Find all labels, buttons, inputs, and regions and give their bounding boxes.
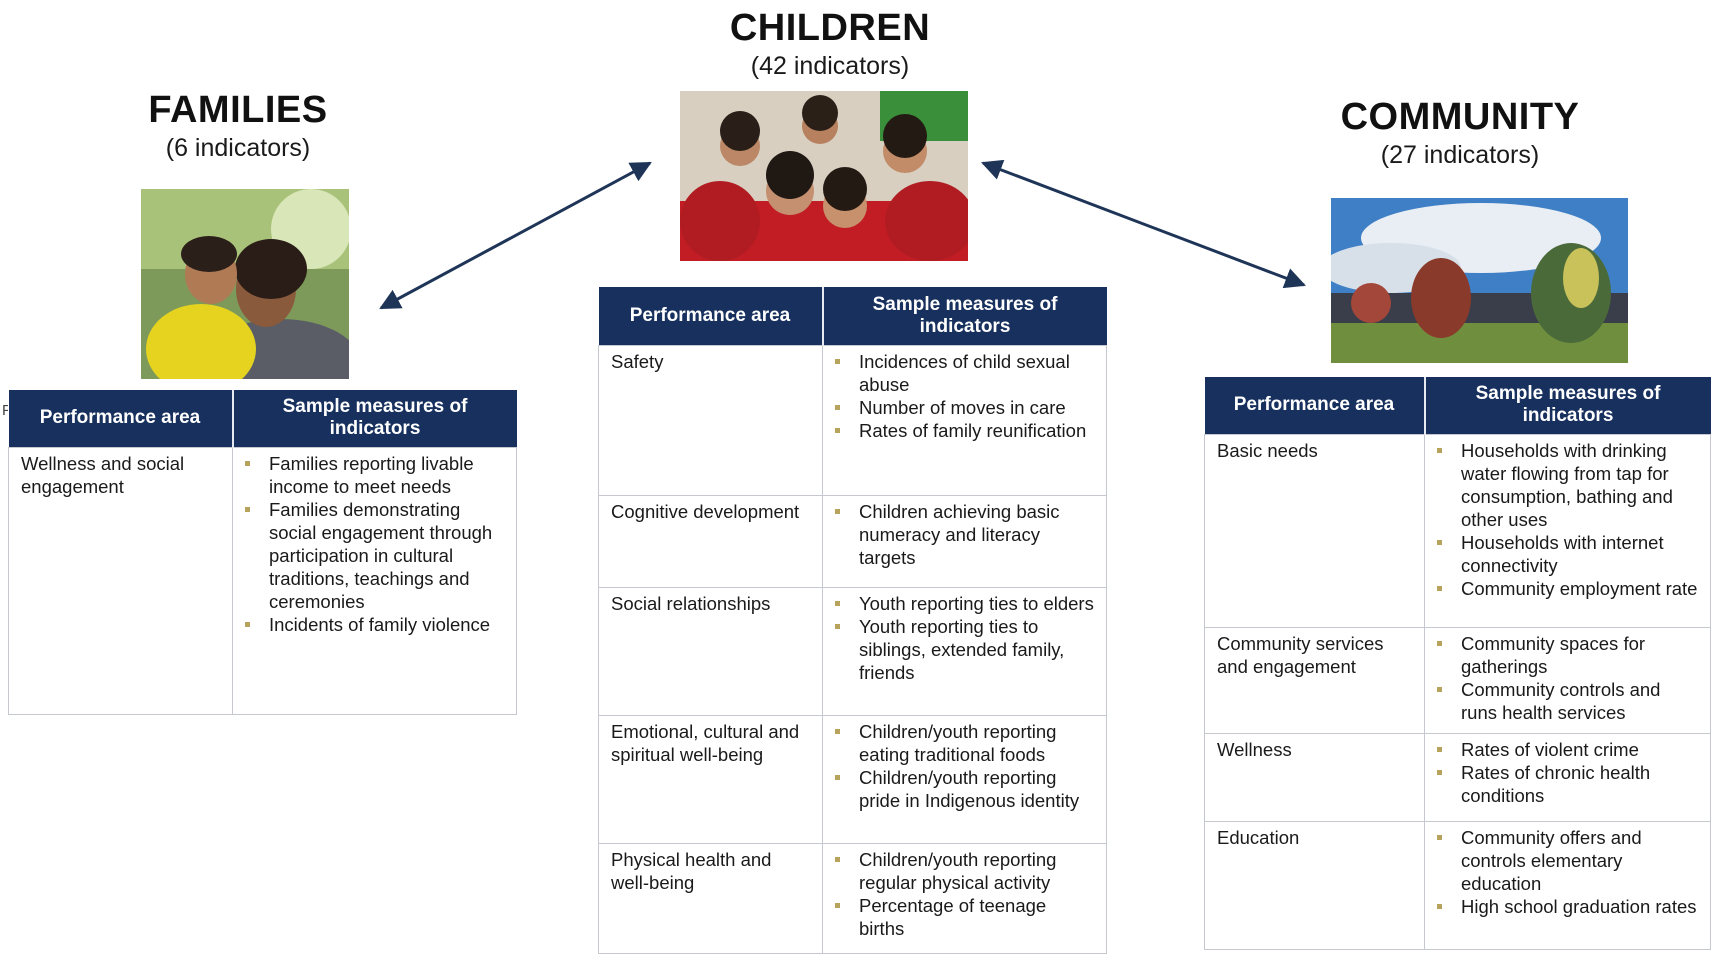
measure-item: Incidences of child sexual abuse	[833, 350, 1094, 396]
performance-area-cell: Physical health and well-being	[598, 842, 823, 954]
arrow-children-families	[379, 161, 652, 310]
measure-item: Incidents of family violence	[243, 613, 504, 636]
performance-area-cell: Education	[1204, 820, 1425, 950]
measure-item: Community employment rate	[1435, 577, 1698, 600]
measure-item: Youth reporting ties to elders	[833, 592, 1094, 615]
header-performance-area: Performance area	[598, 287, 823, 345]
sample-measures-cell: Children/youth reporting eating traditio…	[822, 714, 1107, 844]
arrow-children-community	[981, 159, 1306, 289]
measure-item: Rates of chronic health conditions	[1435, 761, 1698, 807]
community-title: COMMUNITY	[1340, 96, 1580, 138]
header-sample-measures: Sample measures of indicators	[231, 390, 517, 447]
measure-item: Children/youth reporting eating traditio…	[833, 720, 1094, 766]
measure-item: Community spaces for gatherings	[1435, 632, 1698, 678]
header-sample-measures: Sample measures of indicators	[1423, 377, 1711, 434]
measures-list: Community offers and controls elementary…	[1435, 826, 1698, 918]
performance-area-cell: Safety	[598, 344, 823, 496]
children-table: Performance area Sample measures of indi…	[598, 287, 1107, 954]
performance-area-cell: Emotional, cultural and spiritual well-b…	[598, 714, 823, 844]
measure-item: Number of moves in care	[833, 396, 1094, 419]
measures-list: Children achieving basic numeracy and li…	[833, 500, 1094, 569]
header-performance-area: Performance area	[8, 390, 233, 447]
measure-item: Youth reporting ties to siblings, extend…	[833, 615, 1094, 684]
measure-item: High school graduation rates	[1435, 895, 1698, 918]
measure-item: Rates of family reunification	[833, 419, 1094, 442]
group-of-children-photo	[680, 91, 968, 261]
header-sample-measures: Sample measures of indicators	[821, 287, 1107, 345]
measure-item: Children/youth reporting pride in Indige…	[833, 766, 1094, 812]
performance-area-cell: Basic needs	[1204, 433, 1425, 628]
children-count: (42 indicators)	[750, 52, 910, 80]
children-heading: CHILDREN (42 indicators)	[690, 6, 970, 82]
powwow-dancers-photo	[1331, 198, 1628, 363]
measure-item: Percentage of teenage births	[833, 894, 1094, 940]
measure-item: Households with drinking water flowing f…	[1435, 439, 1698, 531]
header-performance-area: Performance area	[1204, 377, 1425, 434]
families-count: (6 indicators)	[165, 134, 311, 162]
measure-item: Households with internet connectivity	[1435, 531, 1698, 577]
measures-list: Households with drinking water flowing f…	[1435, 439, 1698, 600]
performance-area-cell: Wellness	[1204, 732, 1425, 822]
sample-measures-cell: Families reporting livable income to mee…	[232, 446, 517, 715]
community-count: (27 indicators)	[1380, 141, 1540, 169]
families-heading: FAMILIES (6 indicators)	[98, 88, 378, 164]
measures-list: Families reporting livable income to mee…	[243, 452, 504, 636]
community-table: Performance area Sample measures of indi…	[1204, 377, 1711, 950]
performance-area-cell: Cognitive development	[598, 494, 823, 588]
table-row: Emotional, cultural and spiritual well-b…	[598, 714, 1107, 844]
sample-measures-cell: Children achieving basic numeracy and li…	[822, 494, 1107, 588]
performance-area-cell: Social relationships	[598, 586, 823, 716]
children-title: CHILDREN	[729, 7, 931, 49]
measure-item: Families reporting livable income to mee…	[243, 452, 504, 498]
measures-list: Children/youth reporting regular physica…	[833, 848, 1094, 940]
measure-item: Families demonstrating social engagement…	[243, 498, 504, 613]
performance-area-cell: Community services and engagement	[1204, 626, 1425, 734]
performance-area-cell: Wellness and social engagement	[8, 446, 233, 715]
measures-list: Children/youth reporting eating traditio…	[833, 720, 1094, 812]
mother-and-child-photo	[141, 189, 349, 379]
families-table: Performance area Sample measures of indi…	[8, 390, 517, 715]
sample-measures-cell: Children/youth reporting regular physica…	[822, 842, 1107, 954]
sample-measures-cell: Community offers and controls elementary…	[1424, 820, 1711, 950]
measure-item: Rates of violent crime	[1435, 738, 1698, 761]
measure-item: Children achieving basic numeracy and li…	[833, 500, 1094, 569]
measure-item: Community controls and runs health servi…	[1435, 678, 1698, 724]
measure-item: Children/youth reporting regular physica…	[833, 848, 1094, 894]
families-title: FAMILIES	[148, 89, 328, 131]
measure-item: Community offers and controls elementary…	[1435, 826, 1698, 895]
community-heading: COMMUNITY (27 indicators)	[1310, 95, 1610, 171]
sample-measures-cell: Households with drinking water flowing f…	[1424, 433, 1711, 628]
